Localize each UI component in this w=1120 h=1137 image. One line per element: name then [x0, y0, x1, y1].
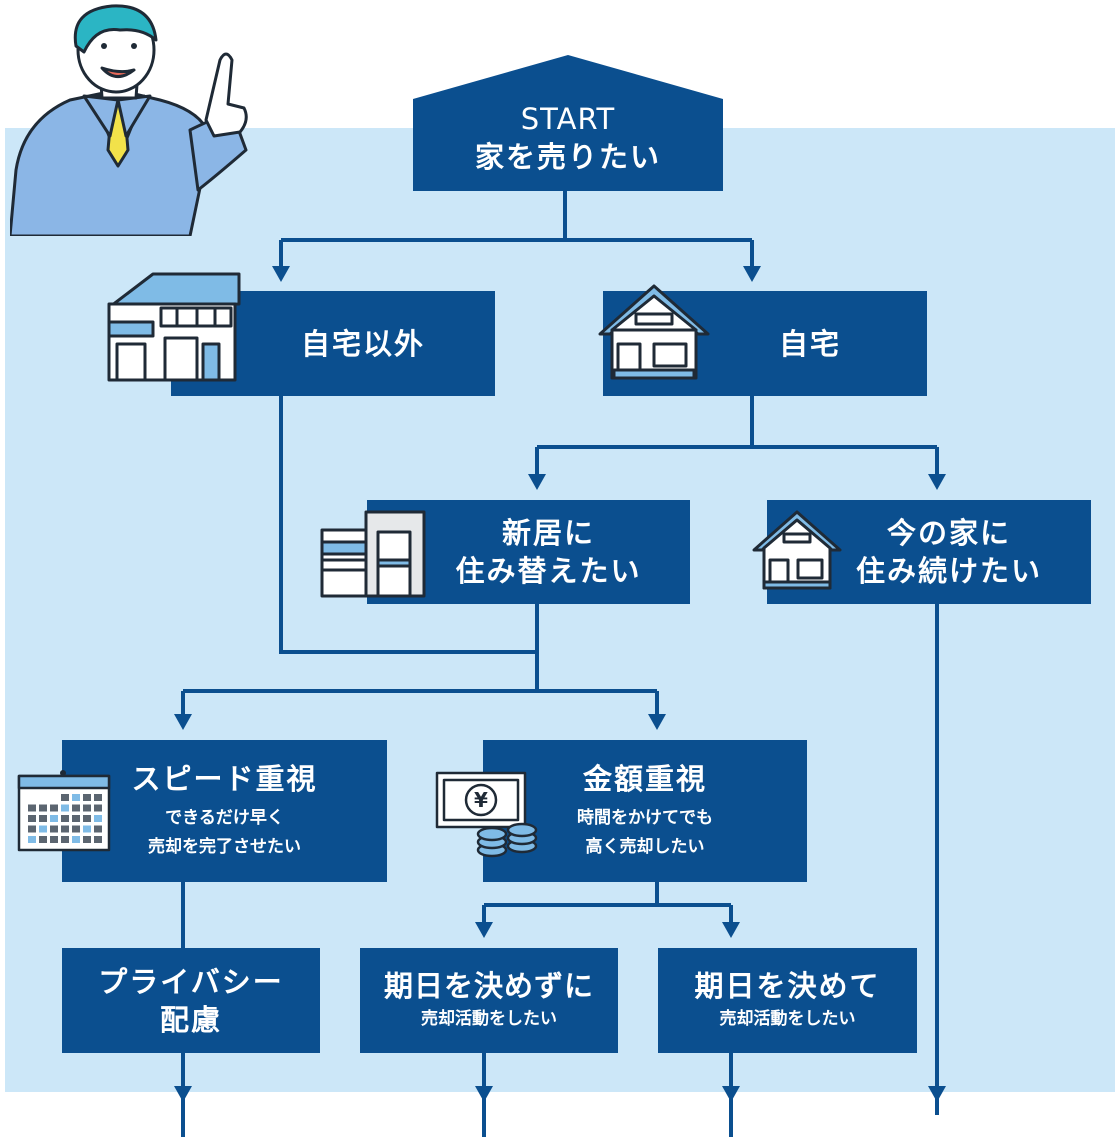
node-no-deadline-sub: 売却活動をしたい [421, 1009, 557, 1029]
money-yen-icon: ¥ [435, 771, 538, 858]
calendar-day-cell [94, 815, 102, 822]
node-keep-living-line1: 今の家に [886, 516, 1011, 550]
node-privacy-line1: プライバシー [98, 964, 284, 999]
calendar-day-cell [61, 804, 69, 812]
node-amount-sub1: 時間をかけてでも [577, 808, 713, 828]
arrow-to-amount [648, 714, 666, 730]
node-move-new-line1: 新居に [501, 516, 595, 550]
start-node-shape [413, 55, 723, 191]
calendar-day-cell [28, 815, 36, 822]
arrow-to-not-own [272, 266, 290, 282]
calendar-day-cell [83, 836, 91, 843]
arrow-to-own [743, 266, 761, 282]
calendar-day-cell [83, 804, 91, 812]
node-speed-sub1: できるだけ早く [165, 808, 284, 828]
node-speed: スピード重視 できるだけ早く 売却を完了させたい [62, 740, 387, 882]
calendar-day-cell [61, 794, 69, 801]
calendar-day-cell [61, 825, 69, 833]
calendar-day-cell [50, 815, 58, 822]
node-amount: 金額重視 時間をかけてでも 高く売却したい [483, 740, 807, 882]
calendar-day-cell [39, 836, 47, 843]
start-label: START [520, 101, 616, 136]
calendar-day-cell [61, 815, 69, 822]
arrow-keep-out [928, 1086, 946, 1102]
calendar-day-cell [28, 804, 36, 812]
arrow-to-keep [928, 474, 946, 490]
calendar-day-cell [39, 825, 47, 833]
node-no-deadline: 期日を決めずに 売却活動をしたい [360, 948, 618, 1053]
calendar-day-cell [50, 825, 58, 833]
calendar-day-cell [72, 825, 80, 833]
arrow-no-deadline-out [475, 1086, 493, 1102]
calendar-day-cell [94, 836, 102, 843]
arrow-to-with-deadline [722, 922, 740, 938]
node-with-deadline-sub: 売却活動をしたい [719, 1009, 856, 1029]
arrow-to-speed [174, 714, 192, 730]
calendar-day-cell [83, 825, 91, 833]
node-privacy: プライバシー 配慮 [62, 948, 320, 1053]
node-speed-title: スピード重視 [131, 762, 318, 796]
calendar-day-cell [72, 794, 80, 801]
businessman-pointing-icon [10, 4, 248, 236]
node-speed-sub2: 売却を完了させたい [148, 837, 301, 857]
condo-building-icon [320, 510, 426, 598]
connector-amount-split [484, 882, 731, 907]
calendar-day-cell [28, 836, 36, 843]
node-no-deadline-title: 期日を決めずに [383, 969, 594, 1003]
calendar-day-cell [72, 815, 80, 822]
calendar-day-cell [50, 836, 58, 843]
yen-symbol: ¥ [474, 788, 488, 812]
arrow-with-deadline-out [722, 1086, 740, 1102]
calendar-day-cell [94, 804, 102, 812]
calendar-day-cell [83, 815, 91, 822]
calendar-day-cell [39, 804, 47, 812]
node-with-deadline-title: 期日を決めて [694, 969, 881, 1003]
start-title: 家を売りたい [474, 139, 661, 174]
node-amount-title: 金額重視 [582, 762, 707, 796]
calendar-day-cell [83, 794, 91, 801]
arrow-to-move [528, 474, 546, 490]
calendar-icon [17, 770, 111, 852]
connector-own-split [537, 396, 937, 449]
calendar-day-cell [50, 804, 58, 812]
connector-start-split [281, 190, 752, 242]
node-move-new-line2: 住み替えたい [455, 554, 642, 588]
node-own-home-label: 自宅 [778, 326, 841, 361]
node-not-own-home-label: 自宅以外 [300, 326, 425, 361]
node-amount-sub2: 高く売却したい [585, 837, 705, 857]
node-privacy-line2: 配慮 [159, 1002, 222, 1037]
arrow-privacy-out [174, 1086, 192, 1102]
start-node: START 家を売りたい [413, 85, 723, 190]
node-with-deadline: 期日を決めて 売却活動をしたい [658, 948, 917, 1053]
calendar-day-cell [61, 836, 69, 843]
house-icon [598, 284, 710, 380]
calendar-day-cell [39, 815, 47, 822]
connector-not-own-down [279, 396, 537, 654]
house-small-icon [752, 510, 842, 590]
arrow-to-no-deadline [475, 922, 493, 938]
calendar-day-cell [28, 825, 36, 833]
calendar-day-cell [94, 794, 102, 801]
apartment-building-icon [107, 272, 241, 382]
calendar-day-cell [72, 804, 80, 812]
calendar-day-cell [94, 825, 102, 833]
calendar-day-cell [72, 836, 80, 843]
node-keep-living-line2: 住み続けたい [855, 554, 1042, 588]
